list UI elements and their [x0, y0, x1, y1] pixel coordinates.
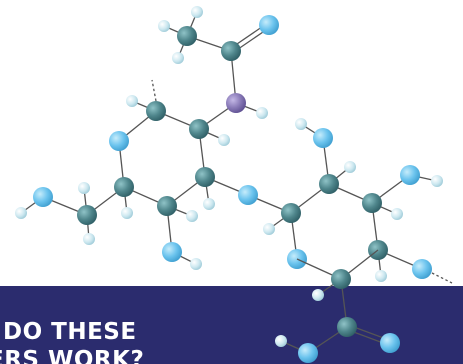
hydrogen-atom	[263, 223, 275, 235]
hydrogen-atom	[121, 207, 133, 219]
oxygen-atom	[33, 187, 53, 207]
hydrogen-atom	[295, 118, 307, 130]
hydrogen-atom	[191, 6, 203, 18]
oxygen-atom	[412, 259, 432, 279]
oxygen-atom	[259, 15, 279, 35]
dashed-bond	[151, 79, 157, 102]
carbon-atom	[195, 167, 215, 187]
hydrogen-atom	[375, 270, 387, 282]
hydrogen-atom	[78, 182, 90, 194]
carbon-atom	[157, 196, 177, 216]
hydrogen-atom	[83, 233, 95, 245]
hydrogen-atom	[344, 161, 356, 173]
carbon-atom	[114, 177, 134, 197]
carbon-atom	[177, 26, 197, 46]
hydrogen-atom	[158, 20, 170, 32]
nitrogen-atom	[226, 93, 246, 113]
carbon-atom	[77, 205, 97, 225]
dashed-bond	[431, 272, 453, 284]
hydrogen-atom	[190, 258, 202, 270]
hydrogen-atom	[15, 207, 27, 219]
hydrogen-atom	[218, 134, 230, 146]
oxygen-atom	[287, 249, 307, 269]
carbon-atom	[221, 41, 241, 61]
carbon-atom	[319, 174, 339, 194]
oxygen-atom	[238, 185, 258, 205]
carbon-atom	[281, 203, 301, 223]
hydrogen-atom	[172, 52, 184, 64]
hydrogen-atom	[391, 208, 403, 220]
atoms-layer	[15, 6, 443, 282]
oxygen-atom	[162, 242, 182, 262]
hydrogen-atom	[203, 198, 215, 210]
hydrogen-atom	[256, 107, 268, 119]
hydrogen-atom	[431, 175, 443, 187]
hydrogen-atom	[186, 210, 198, 222]
oxygen-atom	[313, 128, 333, 148]
headline-line-2: ERS WORK?	[0, 347, 145, 364]
oxygen-atom	[109, 131, 129, 151]
hydrogen-atom	[126, 95, 138, 107]
carbon-atom	[189, 119, 209, 139]
carbon-atom	[362, 193, 382, 213]
carbon-atom	[368, 240, 388, 260]
oxygen-atom	[400, 165, 420, 185]
carbon-atom	[146, 101, 166, 121]
headline-line-1: DO THESE	[3, 319, 137, 345]
headline: DO THESE ERS WORK?	[0, 318, 260, 364]
